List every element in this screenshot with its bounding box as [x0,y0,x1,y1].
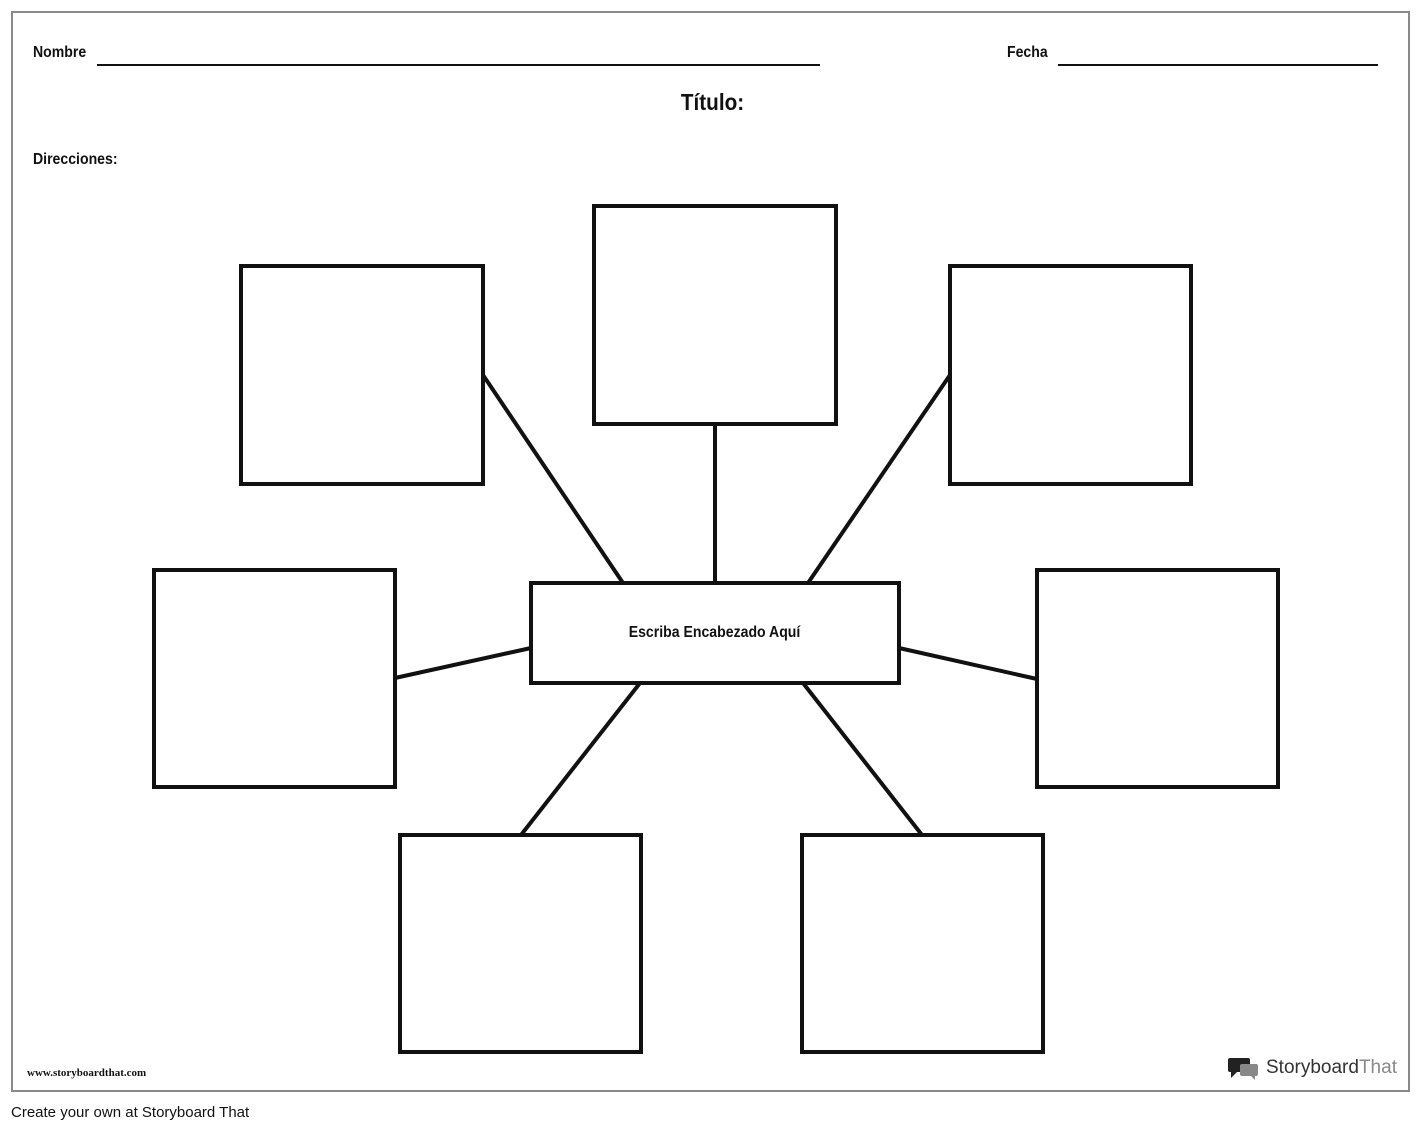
name-field-line[interactable] [97,64,820,66]
central-heading-container: Escriba Encabezado Aquí [531,583,899,683]
connector-left [394,646,532,680]
outer-box-bottom-right[interactable] [800,833,1045,1054]
directions-label: Direcciones: [33,151,118,168]
speech-bubbles-icon [1228,1058,1258,1080]
name-label: Nombre [33,44,87,61]
date-field-line[interactable] [1058,64,1378,66]
connector-top-left [481,373,625,585]
connector-right [898,646,1038,681]
logo-word-bold: Storyboard [1266,1057,1359,1078]
storyboardthat-logo: StoryboardThat [1228,1055,1397,1081]
outer-box-top-left[interactable] [239,264,485,486]
outer-box-bottom-left[interactable] [398,833,643,1054]
outer-box-top-right[interactable] [948,264,1193,486]
connector-top-right [806,373,952,585]
footer-link[interactable]: Create your own at Storyboard That [11,1104,250,1121]
worksheet-page [11,11,1410,1092]
connector-bottom-right [801,681,924,837]
outer-box-left[interactable] [152,568,397,789]
date-label: Fecha [1007,44,1048,61]
page-title: Título: [680,89,745,115]
connector-bottom-left [519,681,642,837]
central-box[interactable] [529,581,901,685]
outer-box-right[interactable] [1035,568,1280,789]
logo-word-light: That [1358,1057,1397,1078]
website-url: www.storyboardthat.com [27,1067,147,1079]
outer-box-top[interactable] [592,204,838,426]
central-heading: Escriba Encabezado Aquí [629,624,801,641]
